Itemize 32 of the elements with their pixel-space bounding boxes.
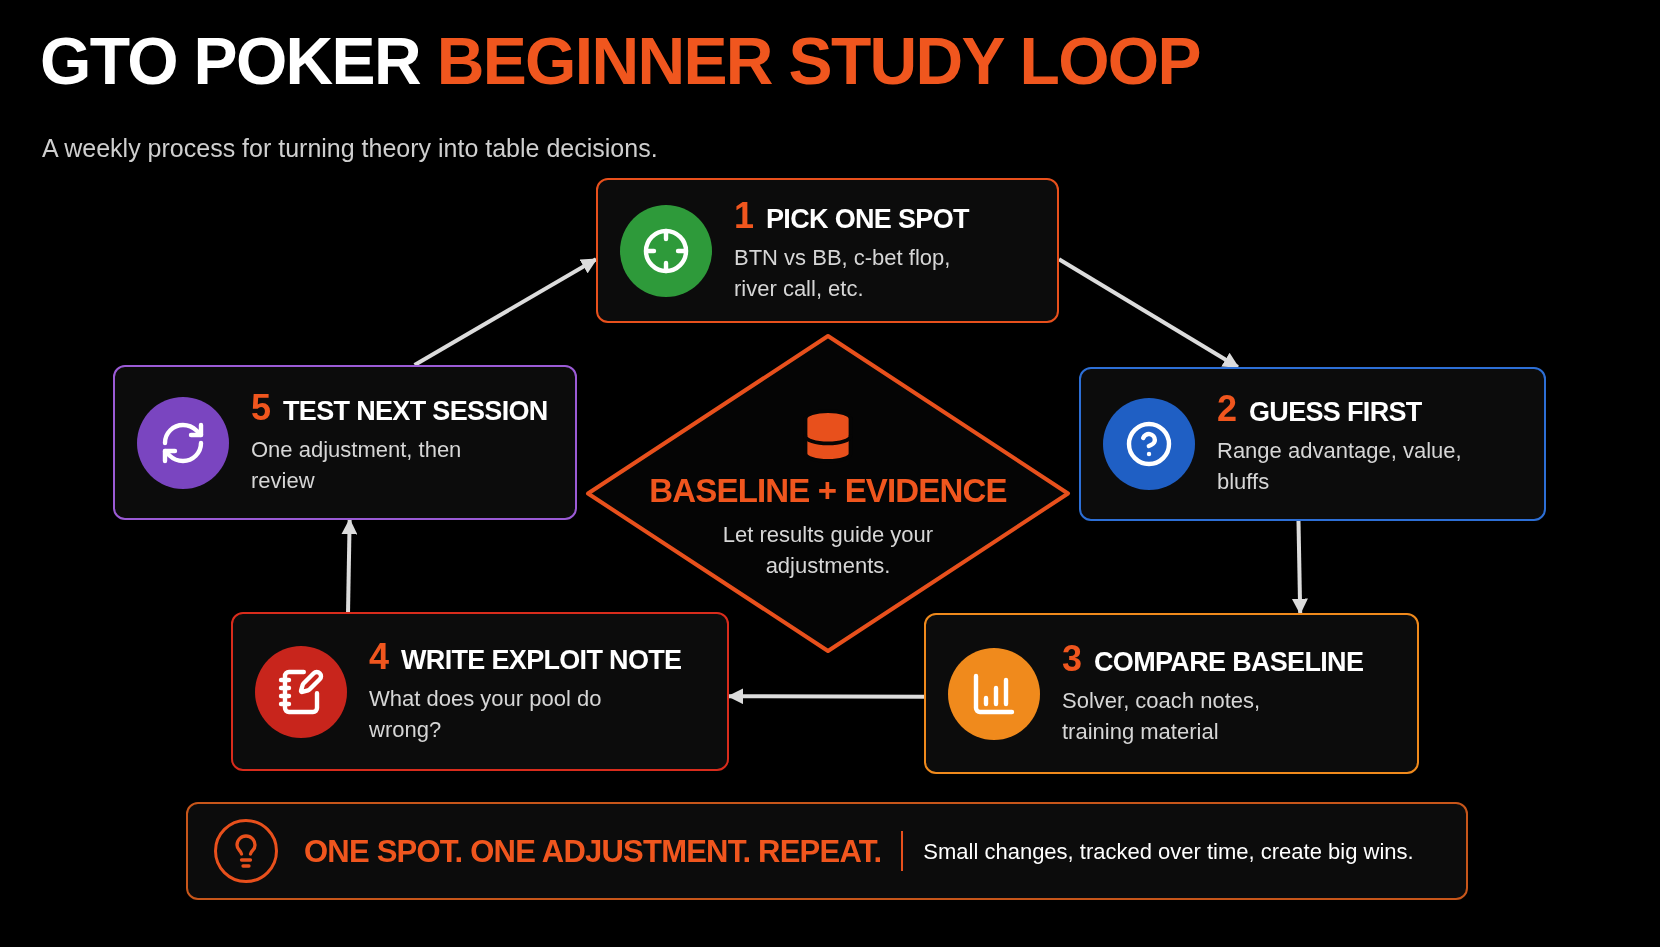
diamond-description: Let results guide your adjustments. — [721, 521, 935, 580]
step-number: 5 — [251, 389, 272, 426]
arrow — [341, 518, 358, 613]
step-title: COMPARE BASELINE — [1094, 648, 1364, 676]
step-description: Solver, coach notes, training material — [1062, 686, 1262, 746]
step-description: Range advantage, value, bluffs — [1217, 437, 1463, 496]
subtitle: A weekly process for turning theory into table decisions. — [42, 133, 658, 164]
step-description: One adjustment, then review — [251, 435, 463, 495]
step-number: 3 — [1062, 640, 1083, 677]
tagline-description: Small changes, tracked over time, create big wins. — [923, 837, 1414, 866]
step-title: PICK ONE SPOT — [766, 205, 969, 233]
step-title: WRITE EXPLOIT NOTE — [401, 646, 682, 674]
tagline: ONE SPOT. ONE ADJUSTMENT. REPEAT. — [304, 835, 882, 867]
step-card — [1079, 367, 1546, 521]
arrow — [413, 257, 598, 367]
arrow — [727, 688, 924, 705]
step-number: 2 — [1217, 391, 1238, 427]
step-title: TEST NEXT SESSION — [283, 397, 548, 425]
arrow — [1291, 520, 1308, 615]
step-number: 4 — [369, 638, 390, 675]
step-title: GUESS FIRST — [1249, 399, 1422, 426]
step-card — [596, 178, 1059, 323]
step-card — [113, 365, 577, 520]
step-card — [924, 613, 1419, 774]
step-description: What does your pool do wrong? — [369, 684, 603, 744]
title: GTO POKER BEGINNER STUDY LOOP — [40, 28, 1200, 94]
step-number: 1 — [734, 197, 755, 234]
diamond-title: BASELINE + EVIDENCE — [649, 474, 1007, 507]
tagline-banner — [186, 802, 1468, 900]
step-card — [231, 612, 729, 771]
step-description: BTN vs BB, c-bet flop, river call, etc. — [734, 243, 952, 303]
arrow — [1057, 257, 1240, 369]
